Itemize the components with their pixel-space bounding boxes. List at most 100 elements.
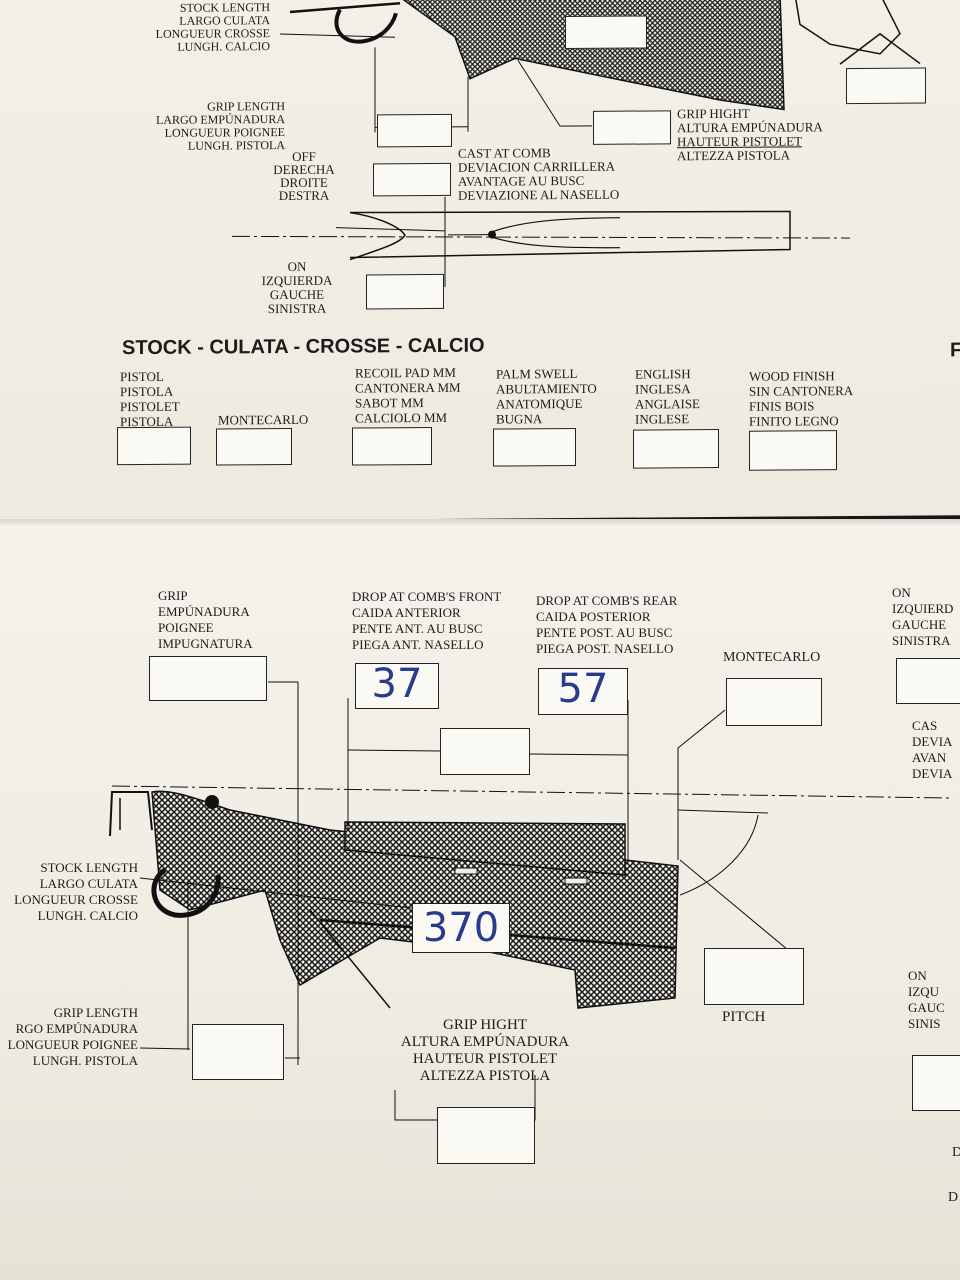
edge-letter: F xyxy=(950,339,960,362)
label-line: CAIDA ANTERIOR xyxy=(352,605,461,620)
option-english-label: ENGLISH INGLESA ANGLAISE INGLESE xyxy=(635,366,700,426)
label-line: GRIP LENGTH xyxy=(53,1005,138,1020)
label-line: PENTE ANT. AU BUSC xyxy=(352,621,483,636)
label-line: SABOT mm xyxy=(355,395,424,411)
label-line: CAIDA POSTERIOR xyxy=(536,609,651,624)
right-on-box[interactable] xyxy=(896,658,960,704)
top-page: STOCK LENGTH LARGO CULATA LONGUEUR CROSS… xyxy=(0,0,960,522)
label-line: CAS xyxy=(912,718,938,733)
grip-length-box[interactable] xyxy=(192,1024,284,1080)
label-line: RGO EMPÚNADURA xyxy=(15,1021,138,1036)
label-line: ON xyxy=(892,585,911,600)
label-line: PISTOLA xyxy=(120,383,174,400)
label-line: DEVIA xyxy=(912,734,953,749)
top-off-label: OFF DERECHA DROITE DESTRA xyxy=(270,149,338,204)
option-wood-finish-label: WOOD FINISH SIN CANTONERA FINIS BOIS FIN… xyxy=(749,368,853,429)
label-line: INGLESA xyxy=(635,381,691,397)
montecarlo-box[interactable] xyxy=(726,678,822,726)
label-line: LONGUEUR POIGNEE xyxy=(7,1037,138,1052)
label-line: DEVIA xyxy=(912,766,953,781)
drop-front-label: DROP AT COMB'S FRONT CAIDA ANTERIOR PENT… xyxy=(352,589,501,653)
grip-box[interactable] xyxy=(149,656,267,701)
label-line: CALCIOLO mm xyxy=(355,409,448,426)
label-line: DEVIAZIONE AL NASELLO xyxy=(458,186,620,203)
paper-fold xyxy=(0,519,960,533)
bottom-stock-diagram xyxy=(109,681,951,1121)
top-cast-label: CAST AT COMB DEVIACION CARRILLERA AVANTA… xyxy=(458,145,620,203)
label-line: PIEGA ANT. NASELLO xyxy=(352,637,484,652)
label-line: PENTE POST. AU BUSC xyxy=(536,625,673,640)
label-line: CANTONERA mm xyxy=(355,379,461,396)
label-line: IMPUGNATURA xyxy=(158,636,253,651)
label-line: PISTOL xyxy=(120,368,164,385)
label-line: SINIS xyxy=(908,1016,941,1031)
top-off-box[interactable] xyxy=(373,162,451,197)
option-palm-swell-box[interactable] xyxy=(493,427,576,467)
right-on-lower-box[interactable] xyxy=(912,1055,960,1111)
right-on-label: ON IZQUIERD GAUCHE SINISTRA xyxy=(892,585,953,649)
option-pistol-label: PISTOL PISTOLA PISTOLET PISTOLA xyxy=(120,369,180,429)
label-line: HAUTEUR PISTOLET xyxy=(412,1051,558,1067)
right-on-lower-label: ON IZQU GAUC SINIS xyxy=(908,968,945,1032)
label-line: ANATOMIQUE xyxy=(496,395,583,412)
comb-length-box[interactable] xyxy=(440,728,530,775)
stock-length-box[interactable]: 370 xyxy=(412,903,510,953)
option-wood-finish-box[interactable] xyxy=(749,430,837,471)
top-stock-diagram xyxy=(231,0,921,287)
top-right-box[interactable] xyxy=(846,67,926,105)
label-line: LUNGH. PISTOLA xyxy=(32,1053,138,1068)
label-line: IZQUIERD xyxy=(892,601,954,616)
top-grip-length-label: GRIP LENGTH LARGO EMPÚNADURA LONGUEUR PO… xyxy=(140,99,285,153)
top-grip-height-box[interactable] xyxy=(593,110,671,145)
top-stock-length-label: STOCK LENGTH LARGO CULATA LONGUEUR CROSS… xyxy=(150,0,270,54)
stock-length-label: STOCK LENGTH LARGO CULATA LONGUEUR CROSS… xyxy=(10,860,138,924)
label-line: DROP AT COMB'S FRONT xyxy=(352,589,502,604)
label-line: FINITO LEGNO xyxy=(749,413,839,429)
option-montecarlo-box[interactable] xyxy=(216,427,292,466)
label-line: LUNGH. PISTOLA xyxy=(187,138,285,153)
label-line: AVAN xyxy=(912,750,947,765)
stock-section-heading: STOCK - CULATA - CROSSE - CALCIO xyxy=(122,334,485,360)
option-recoil-pad-label: RECOIL PAD mm CANTONERA mm SABOT mm CALC… xyxy=(355,365,461,426)
top-stock-length-box[interactable] xyxy=(565,15,647,50)
label-line: FINIS BOIS xyxy=(749,398,815,414)
edge-letter-d2: D xyxy=(948,1190,959,1205)
label-line: INGLESE xyxy=(635,411,690,427)
label-line: MONTECARLO xyxy=(218,411,309,428)
label-line: LUNGH. CALCIO xyxy=(37,908,138,923)
label-line: EMPÚNADURA xyxy=(158,604,250,619)
drop-front-box[interactable]: 37 xyxy=(355,663,439,709)
label-line: GAUCHE xyxy=(892,617,947,632)
edge-letter-d1: D xyxy=(952,1145,960,1160)
grip-height-box[interactable] xyxy=(437,1107,535,1164)
label-line: ABULTAMIENTO xyxy=(496,380,597,397)
pitch-label: PITCH xyxy=(722,1009,766,1025)
option-english-box[interactable] xyxy=(633,428,719,469)
label-line: STOCK LENGTH xyxy=(40,860,138,875)
option-montecarlo-label: MONTECARLO xyxy=(218,412,308,428)
grip-label: GRIP EMPÚNADURA POIGNEE IMPUGNATURA xyxy=(158,588,253,652)
label-line: PIEGA POST. NASELLO xyxy=(536,641,674,656)
option-recoil-pad-box[interactable] xyxy=(352,426,432,466)
label-line: WOOD FINISH xyxy=(749,368,835,384)
drop-rear-label: DROP AT COMB'S REAR CAIDA POSTERIOR PENT… xyxy=(536,593,677,657)
option-pistol-box[interactable] xyxy=(117,426,191,466)
pitch-box[interactable] xyxy=(704,948,804,1005)
top-on-box[interactable] xyxy=(366,273,444,310)
label-line: GRIP xyxy=(158,588,188,603)
label-line: RECOIL PAD mm xyxy=(355,364,456,381)
top-on-label: ON IZQUIERDA GAUCHE SINISTRA xyxy=(255,259,339,317)
label-line: ON xyxy=(908,968,927,983)
label-line: ANGLAISE xyxy=(635,396,700,412)
label-line: DESTRA xyxy=(278,187,330,204)
drop-rear-box[interactable]: 57 xyxy=(538,668,628,715)
label-line: LUNGH. CALCIO xyxy=(177,39,270,54)
label-line: SIN CANTONERA xyxy=(749,383,854,399)
label-line: PISTOLET xyxy=(120,398,180,415)
label-line: SINISTRA xyxy=(267,300,327,317)
label-line: IZQU xyxy=(908,984,940,999)
label-line: SINISTRA xyxy=(892,633,951,648)
label-line: POIGNEE xyxy=(158,620,214,635)
grip-height-label: GRIP HIGHT ALTURA EMPÚNADURA HAUTEUR PIS… xyxy=(385,1017,585,1085)
top-grip-length-box[interactable] xyxy=(377,113,452,148)
